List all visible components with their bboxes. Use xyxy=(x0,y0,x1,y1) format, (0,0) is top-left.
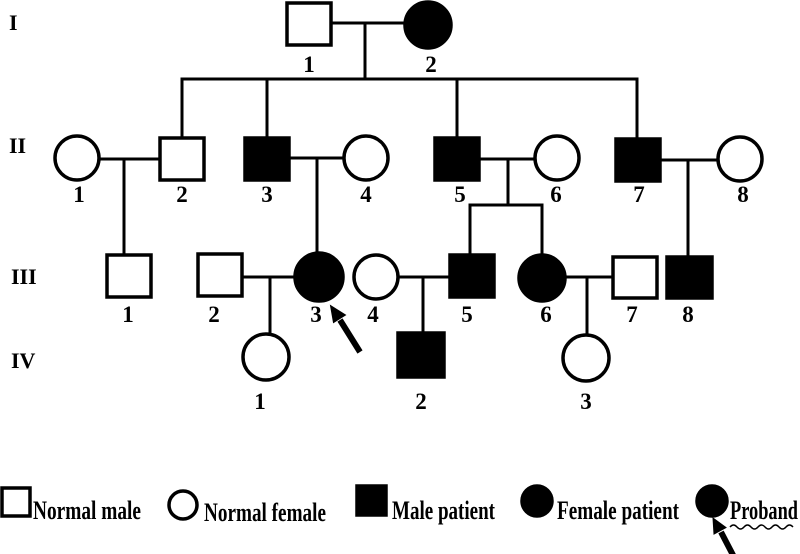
legend-normal-female-icon xyxy=(167,489,199,521)
legend-proband-arrow-shaft xyxy=(718,530,736,554)
individual-III-1 xyxy=(105,253,153,299)
num-III-8: 8 xyxy=(682,302,694,327)
individual-II-7 xyxy=(614,137,662,183)
proband-arrow xyxy=(329,304,363,354)
legend: Normal male Normal female Male patient F… xyxy=(0,484,798,554)
legend-female-patient-label: Female patient xyxy=(557,496,679,525)
legend-proband-icon xyxy=(695,484,729,518)
legend-normal-male-icon xyxy=(0,486,32,518)
generation-labels: I II III IV xyxy=(9,10,37,373)
individual-III-5 xyxy=(448,253,496,299)
individual-III-7 xyxy=(611,255,659,300)
legend-normal-female-label: Normal female xyxy=(204,498,326,527)
individual-III-8 xyxy=(665,255,714,300)
individual-I-1 xyxy=(285,1,333,47)
legend-normal-male-label: Normal male xyxy=(33,496,141,525)
num-II-2: 2 xyxy=(176,182,188,207)
individual-I-2 xyxy=(403,0,453,50)
num-III-5: 5 xyxy=(461,302,473,327)
member-numbers: 1 2 1 2 3 4 5 6 7 8 1 2 3 4 5 6 7 8 1 2 … xyxy=(73,52,749,414)
individual-III-4 xyxy=(352,253,400,301)
num-IV-3: 3 xyxy=(580,389,592,414)
num-III-7: 7 xyxy=(626,302,638,327)
legend-proband-label: Proband xyxy=(730,496,798,525)
individuals xyxy=(53,0,764,383)
proband-arrow-head-icon xyxy=(329,304,347,324)
num-IV-1: 1 xyxy=(254,389,266,414)
individual-III-2 xyxy=(196,252,244,298)
individual-II-5 xyxy=(433,136,481,182)
num-II-5: 5 xyxy=(454,182,466,207)
individual-IV-3 xyxy=(561,333,611,383)
individual-IV-2 xyxy=(396,331,446,379)
individual-II-8 xyxy=(716,135,764,183)
num-II-6: 6 xyxy=(550,182,562,207)
individual-II-4 xyxy=(342,134,390,182)
proband-arrow-shaft xyxy=(337,318,363,354)
generation-label-IV: IV xyxy=(11,348,36,373)
legend-female-patient-icon xyxy=(520,484,554,518)
num-II-3: 3 xyxy=(261,182,273,207)
generation-label-II: II xyxy=(9,133,26,158)
individual-III-6 xyxy=(517,253,567,303)
individual-II-2 xyxy=(158,136,206,182)
legend-male-patient-icon xyxy=(355,484,388,517)
num-III-1: 1 xyxy=(122,302,134,327)
num-III-6: 6 xyxy=(540,302,552,327)
generation-label-III: III xyxy=(11,264,37,289)
num-II-1: 1 xyxy=(73,182,85,207)
proband-label-underline xyxy=(729,524,794,530)
legend-proband-arrow-head-icon xyxy=(712,516,727,535)
individual-III-3 xyxy=(293,251,345,303)
num-I-1: 1 xyxy=(303,52,315,77)
individual-II-6 xyxy=(533,134,581,182)
num-IV-2: 2 xyxy=(415,389,427,414)
num-III-4: 4 xyxy=(367,302,379,327)
family-lines xyxy=(97,21,719,338)
individual-II-3 xyxy=(243,136,291,182)
num-III-2: 2 xyxy=(208,302,220,327)
individual-IV-1 xyxy=(241,332,291,382)
num-II-4: 4 xyxy=(360,182,372,207)
individual-II-1 xyxy=(53,134,101,182)
num-III-3: 3 xyxy=(310,302,322,327)
legend-male-patient-label: Male patient xyxy=(392,496,495,525)
generation-label-I: I xyxy=(9,10,18,35)
num-II-7: 7 xyxy=(633,182,645,207)
num-II-8: 8 xyxy=(737,182,749,207)
num-I-2: 2 xyxy=(425,52,437,77)
